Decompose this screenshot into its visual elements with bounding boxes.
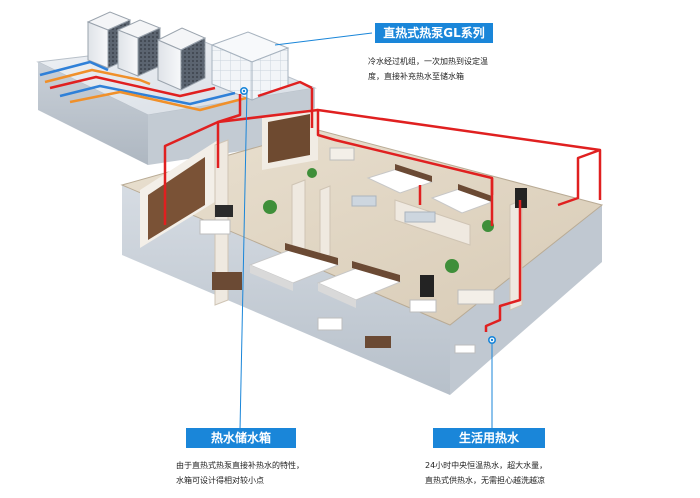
rooftop-pipes [39, 60, 313, 112]
bed-back-left [366, 164, 434, 194]
hot-water-pipes [163, 88, 602, 332]
back-wall [140, 108, 318, 248]
heat-pump-desc-line-2: 度，直接补充热水至储水箱 [368, 72, 464, 81]
storage-tank-desc-line-2: 水箱可设计得相对较小点 [176, 476, 264, 485]
domestic-hot-water-desc-line-1: 24小时中央恒温热水，超大水量， [425, 461, 548, 470]
leader-line-heat-pump [274, 32, 373, 46]
heat-pump-desc-line-1: 冷水经过机组，一次加热到设定温 [368, 57, 488, 66]
storage-tank-callout-title: 热水储水箱 [186, 428, 296, 448]
heat-pump-unit-3 [156, 27, 207, 91]
beds [248, 164, 494, 308]
domestic-hot-water-callout-title: 生活用热水 [433, 428, 545, 448]
heat-pump-unit-2 [116, 19, 162, 77]
storage-water-tank [210, 31, 290, 101]
furniture [199, 147, 527, 354]
heat-pump-callout-title: 直热式热泵GL系列 [375, 23, 493, 43]
plants [263, 168, 494, 273]
heat-pump-callout-description: 冷水经过机组，一次加热到设定温 度，直接补充热水至储水箱 [368, 54, 498, 84]
room-dividers [214, 139, 523, 311]
storage-tank-desc-line-1: 由于直热式热泵直接补热水的特性， [176, 461, 304, 470]
storage-tank-callout-description: 由于直热式热泵直接补热水的特性， 水箱可设计得相对较小点 [176, 458, 336, 488]
domestic-hot-water-desc-line-2: 直热式供热水，无需担心越洗越凉 [425, 476, 545, 485]
leader-lines [239, 32, 493, 431]
leader-line-storage-tank [239, 88, 248, 431]
bed-left [248, 243, 340, 291]
domestic-hot-water-callout-description: 24小时中央恒温热水，超大水量， 直热式供热水，无需担心越洗越凉 [425, 458, 595, 488]
bed-right [316, 261, 402, 308]
